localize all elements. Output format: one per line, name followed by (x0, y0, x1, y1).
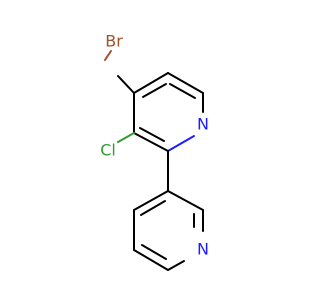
bond-lower-top-left (133, 190, 169, 211)
bond-lower-bottom-left-inner (141, 244, 167, 260)
bond-layer (104, 50, 204, 271)
bond-lower-top-left-inner (140, 200, 166, 216)
chlorine-label: Cl (100, 141, 116, 160)
bond-c2-c3 (133, 132, 169, 152)
bond-c4-c5-inner (142, 83, 167, 98)
bromine-label: Br (105, 32, 123, 51)
bond-c5-c6-inner (169, 83, 196, 99)
bond-lower-top-right (167, 190, 204, 211)
structure-drawing: Br Cl N N (100, 32, 209, 271)
atom-labels: Br Cl N N (100, 32, 209, 259)
nitrogen-label-upper: N (197, 115, 209, 134)
bond-lower-bottom-right (167, 260, 185, 271)
bond-c5-c6 (167, 72, 204, 94)
bond-ch2-c4 (117, 75, 135, 94)
molecule-canvas: Br Cl N N (100, 31, 209, 271)
bond-br-ch2 (104, 50, 112, 61)
nitrogen-label-lower: N (197, 240, 209, 259)
bond-lower-bottom-left (133, 249, 169, 271)
bond-c4-c5 (133, 72, 169, 94)
bond-n1-c2 (167, 135, 195, 152)
bond-c2-c3-inner (139, 127, 165, 142)
bond-c3-cl (117, 132, 135, 143)
